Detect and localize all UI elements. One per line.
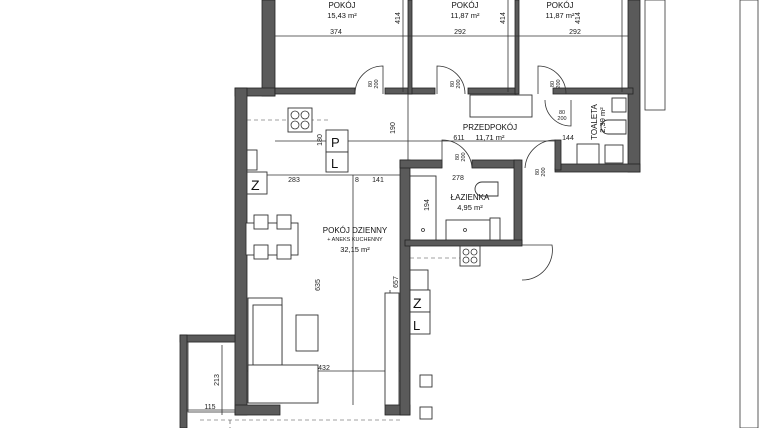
dining-table <box>245 214 299 260</box>
dim-balcony-depth: 213 <box>214 374 221 386</box>
zone-box <box>246 171 268 195</box>
dim-bath-width: 278 <box>452 175 464 182</box>
dim-room2-height: 414 <box>500 12 507 24</box>
room-3-name: POKÓJ <box>546 1 573 10</box>
svg-text:200: 200 <box>456 79 462 88</box>
svg-text:80: 80 <box>368 81 374 87</box>
svg-text:200: 200 <box>461 152 467 161</box>
toilet-fixtures <box>576 97 627 165</box>
dim-gap: 8 <box>355 177 359 184</box>
svg-text:80: 80 <box>450 81 456 87</box>
bathroom-name: ŁAZIENKA <box>451 193 490 202</box>
dim-room1-width: 374 <box>330 29 342 36</box>
room-3-area: 11,87 m² <box>545 11 575 20</box>
svg-text:80: 80 <box>535 169 541 175</box>
svg-text:80: 80 <box>559 110 565 116</box>
door-labels: 80 200 80 200 80 200 80 200 80 200 80 20… <box>368 79 567 176</box>
dim-room2-width: 292 <box>454 29 466 36</box>
fridge-symbol: P <box>331 135 340 150</box>
bathroom-area: 4,95 m² <box>457 203 483 212</box>
sofa <box>247 292 400 406</box>
dim-balcony-width: 115 <box>204 404 215 411</box>
dim-hall-length: 611 <box>453 135 464 142</box>
dim-living-length-1: 635 <box>315 279 322 291</box>
svg-text:200: 200 <box>557 116 566 122</box>
room-1-area: 15,43 m² <box>327 11 357 20</box>
walls <box>179 0 641 428</box>
living-subtitle: + ANEKS KUCHENNY <box>327 237 383 243</box>
kitchen-fixtures <box>246 107 349 195</box>
living-name: POKÓJ DZIENNY <box>323 226 388 235</box>
svg-text:200: 200 <box>556 79 562 88</box>
dim-living-length-2: 657 <box>393 276 400 288</box>
dim-living-width: 432 <box>318 365 330 372</box>
wardrobe-symbol-2: L <box>413 318 420 333</box>
zone-symbol-2: Z <box>413 295 422 311</box>
dim-bath-height: 194 <box>424 199 431 211</box>
dim-kitchen-width: 283 <box>288 177 300 184</box>
doors <box>354 65 572 281</box>
wardrobe-box <box>325 151 349 173</box>
dim-room3-width: 292 <box>569 29 581 36</box>
dim-kitchen-depth: 180 <box>317 134 324 146</box>
living-area: 32,15 m² <box>340 245 370 254</box>
toilet-area: 2,39 m² <box>598 107 607 133</box>
tv-cabinet <box>384 292 400 406</box>
room-2-name: POKÓJ <box>451 1 478 10</box>
zone-symbol: Z <box>251 177 260 193</box>
svg-text:80: 80 <box>550 81 556 87</box>
coffee-table <box>295 314 319 352</box>
svg-text:80: 80 <box>455 154 461 160</box>
hall-name: PRZEDPOKÓJ <box>463 123 517 132</box>
bathroom-fixtures <box>409 175 501 420</box>
toilet-name: TOALETA <box>590 103 599 139</box>
dim-toilet-width: 144 <box>562 135 574 142</box>
dim-hall-height: 190 <box>390 122 397 134</box>
dim-living-part: 141 <box>372 177 384 184</box>
room-2-area: 11,87 m² <box>450 11 480 20</box>
svg-text:200: 200 <box>374 79 380 88</box>
dim-room3-height: 414 <box>575 12 582 24</box>
dim-room1-height: 414 <box>395 12 402 24</box>
svg-text:200: 200 <box>541 167 547 176</box>
wardrobe-symbol: L <box>331 156 338 171</box>
hall-area: 11,71 m² <box>475 133 505 142</box>
room-1-name: POKÓJ <box>328 1 355 10</box>
balcony <box>187 341 400 428</box>
